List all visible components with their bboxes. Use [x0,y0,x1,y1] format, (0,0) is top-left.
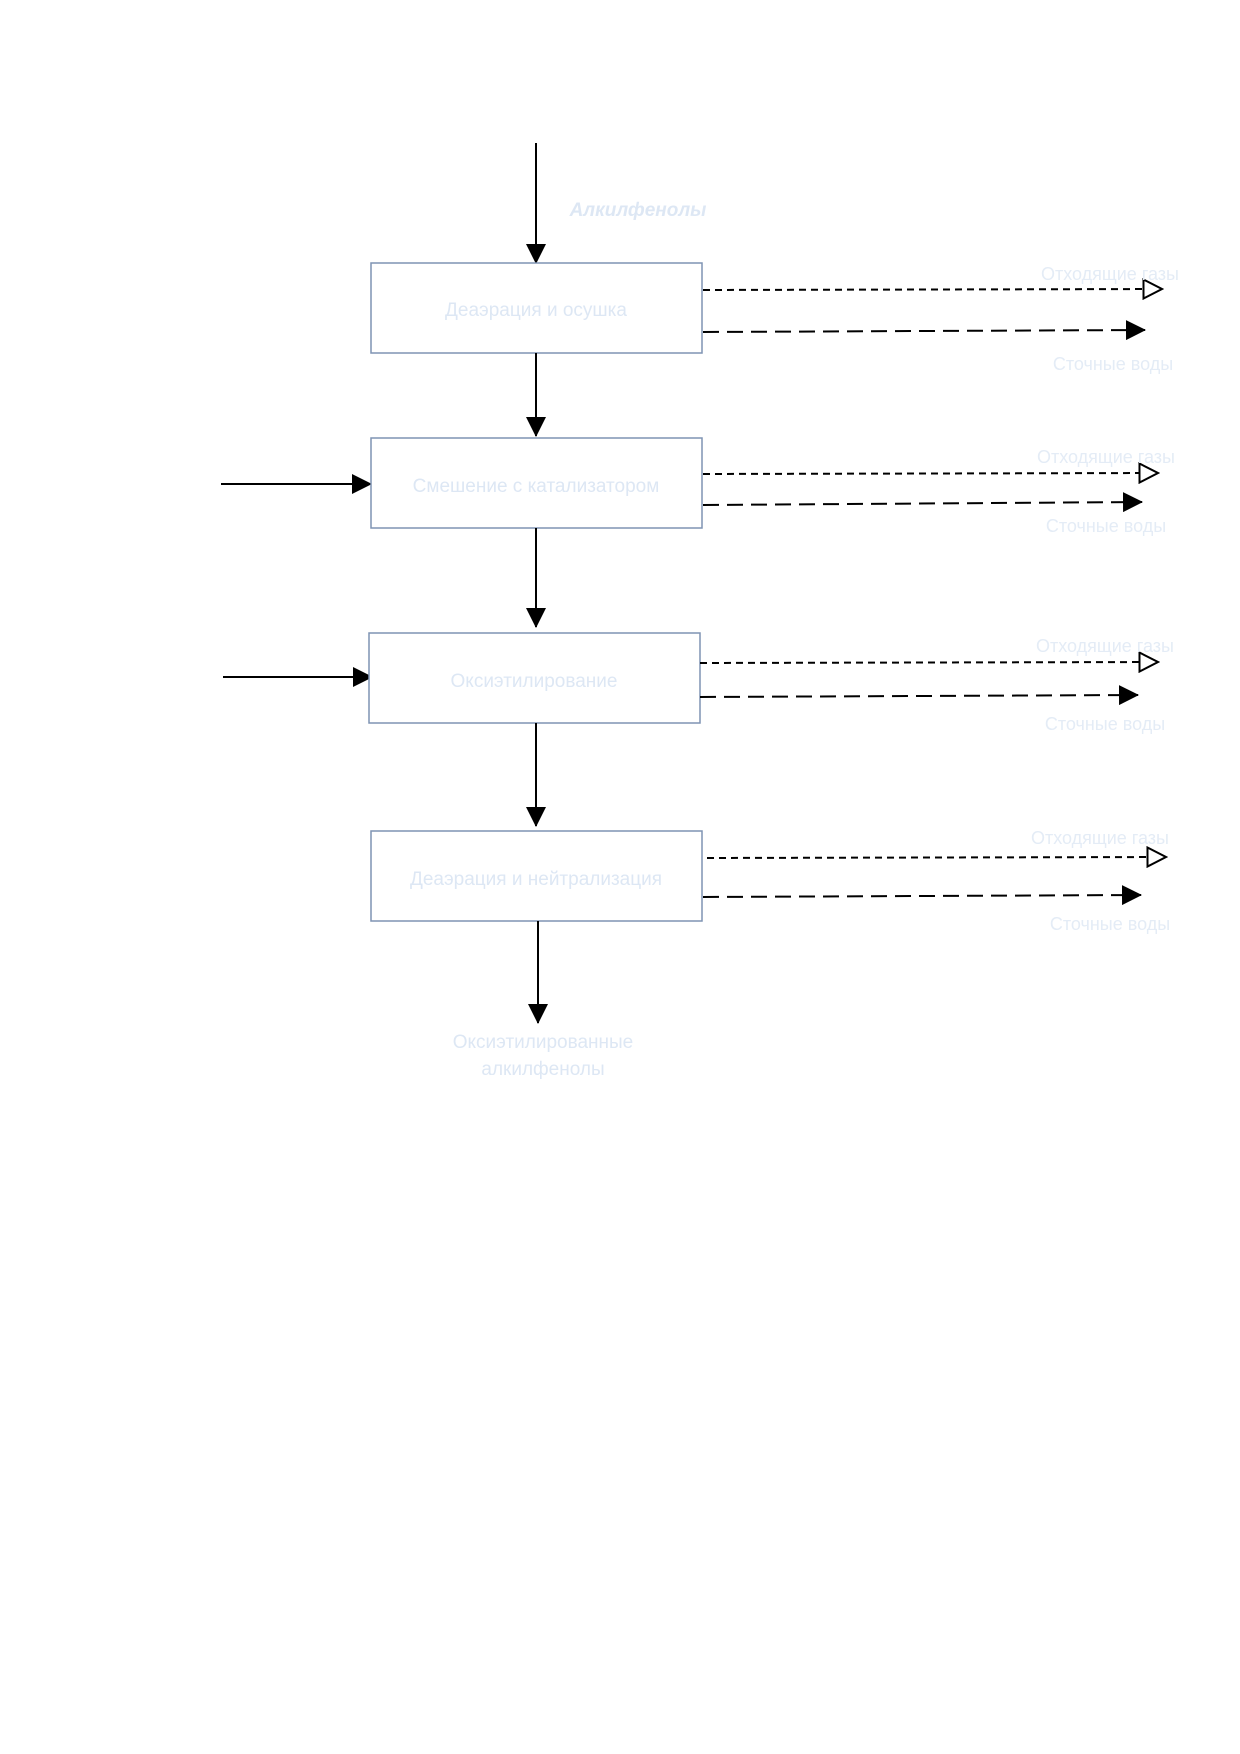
gas-arrow [702,473,1158,474]
step-4: Деаэрация и нейтрализация Отходящие газы… [370,828,1170,934]
step-label: Деаэрация и осушка [445,300,627,321]
water-arrow [699,685,1139,706]
gas-label: Отходящие газы [1031,828,1169,848]
step-3: Оксиэтилирование Отходящие газы Сточные … [223,632,1174,734]
gas-label: Отходящие газы [1037,447,1175,467]
gas-label: Отходящие газы [1036,636,1174,656]
water-arrow [702,885,1142,906]
step-label: Деаэрация и нейтрализация [410,869,662,890]
water-label: Сточные воды [1046,516,1166,536]
step-label: Смешение с катализатором [413,476,660,497]
water-arrow [702,320,1146,341]
gas-arrow [706,857,1166,858]
water-arrow [702,492,1143,513]
step-label: Оксиэтилирование [451,671,618,692]
step-1: Деаэрация и осушка Отходящие газы Сточны… [370,262,1179,374]
product-label-line1: Оксиэтилированные [453,1032,634,1053]
step-2: Смешение с катализатором Отходящие газы … [221,437,1175,536]
gas-label: Отходящие газы [1041,264,1179,284]
step-box [370,830,703,922]
product-label-line2: алкилфенолы [481,1059,604,1080]
step-box [368,632,701,724]
step-box [370,437,703,529]
water-label: Сточные воды [1053,354,1173,374]
gas-arrow [702,289,1162,290]
water-label: Сточные воды [1045,714,1165,734]
feed-label: Алкилфенолы [569,200,707,221]
water-label: Сточные воды [1050,914,1170,934]
gas-arrow [699,662,1158,663]
